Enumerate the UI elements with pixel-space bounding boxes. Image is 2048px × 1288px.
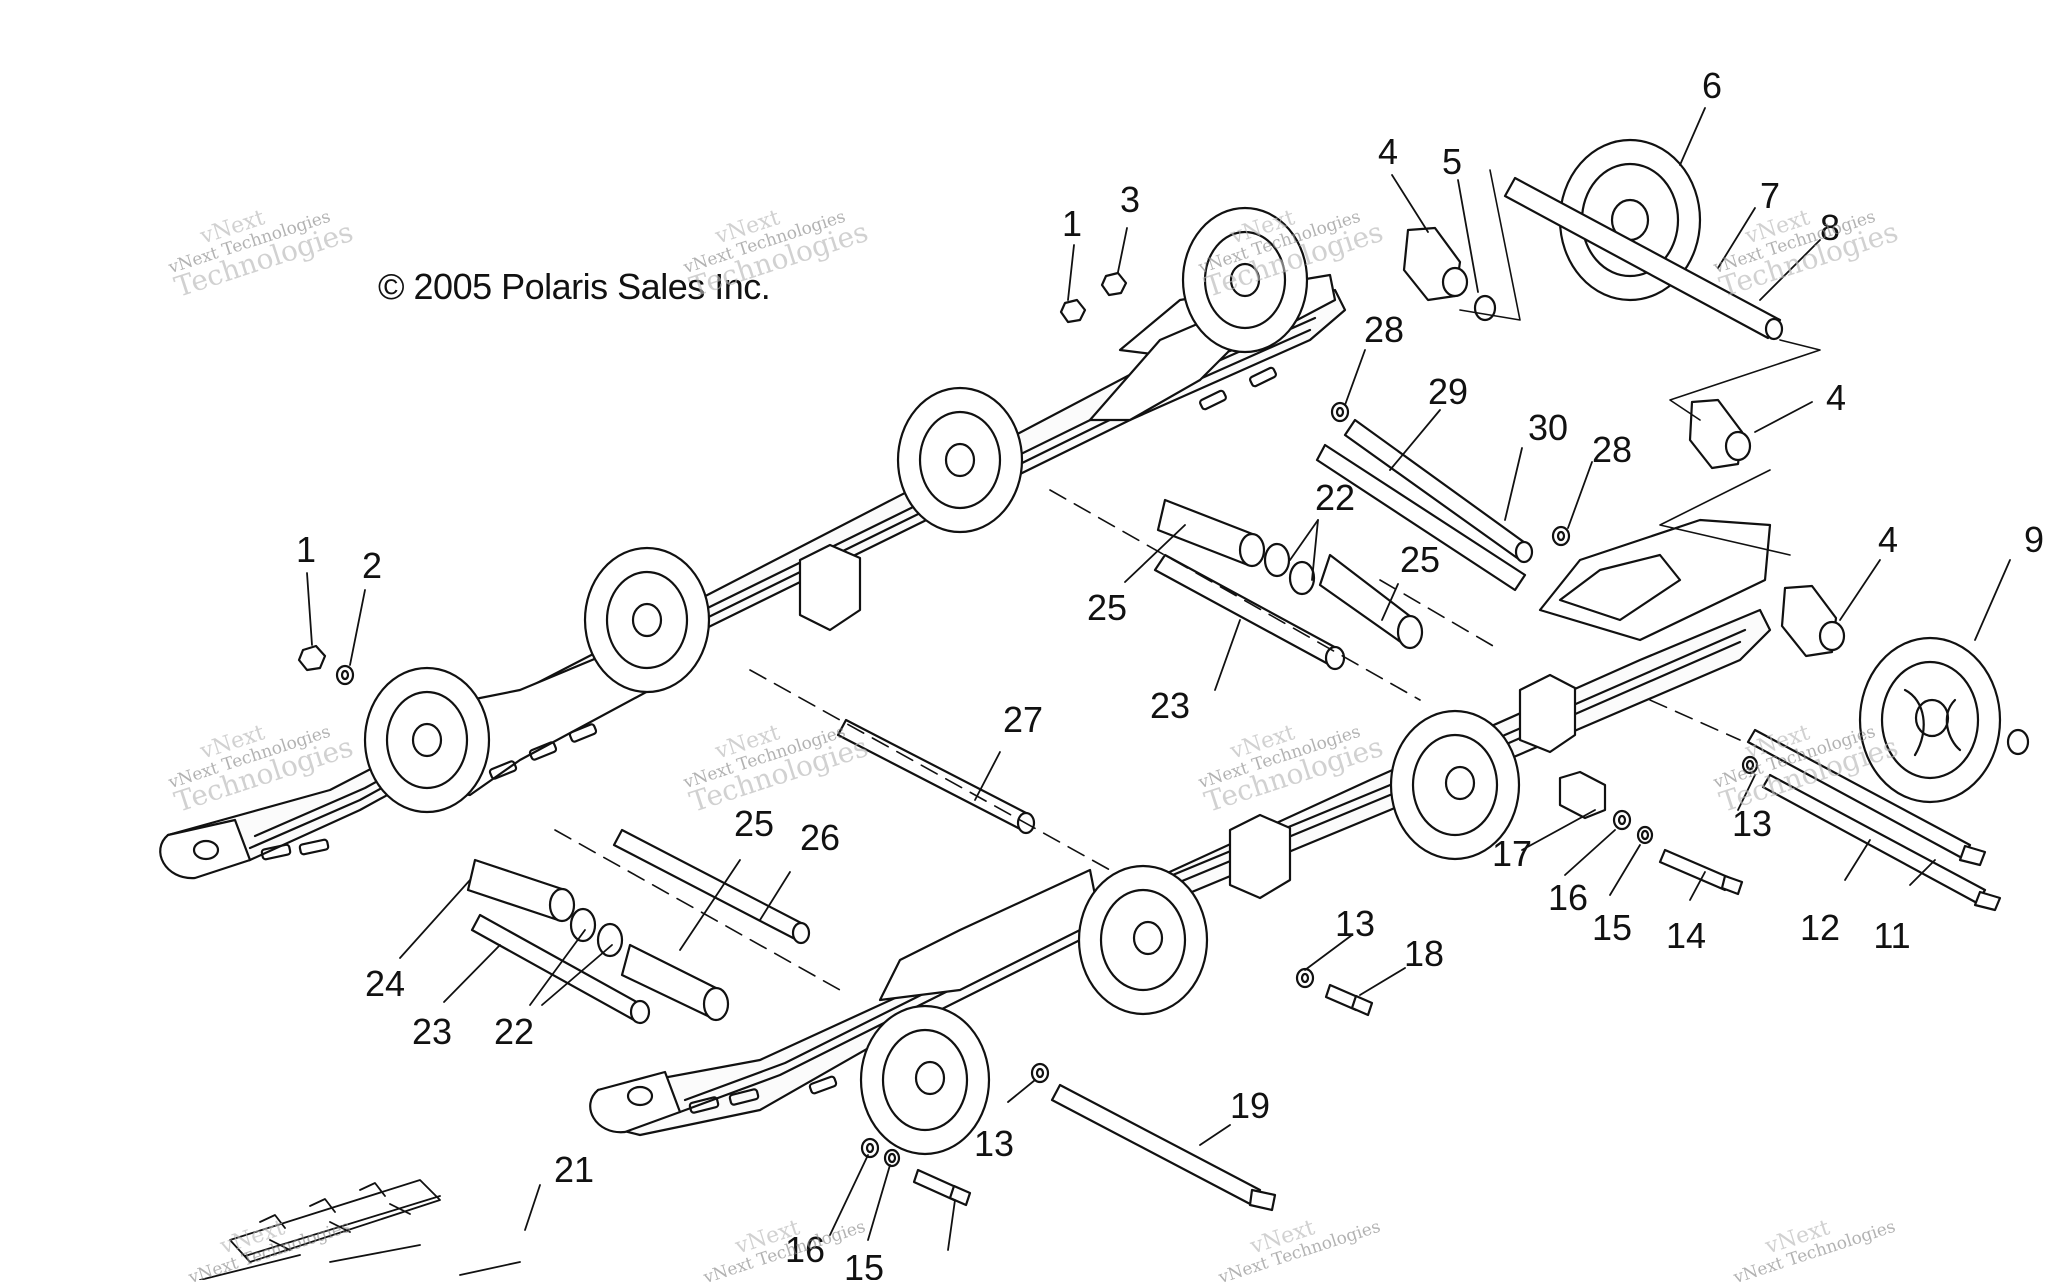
idler-wheels xyxy=(363,138,2002,1156)
callout-14: 14 xyxy=(1666,915,1706,956)
callout-labels: 1 3 4 5 6 7 8 28 29 30 28 4 4 9 1 2 22 2… xyxy=(296,65,2044,1280)
callout-4: 4 xyxy=(1878,519,1898,560)
callout-15: 15 xyxy=(844,1247,884,1280)
callout-5: 5 xyxy=(1442,141,1462,182)
callout-28: 28 xyxy=(1364,309,1404,350)
callout-25: 25 xyxy=(734,803,774,844)
callout-23: 23 xyxy=(1150,685,1190,726)
callout-1: 1 xyxy=(1062,203,1082,244)
callout-12: 12 xyxy=(1800,907,1840,948)
callout-28: 28 xyxy=(1592,429,1632,470)
callout-2: 2 xyxy=(362,545,382,586)
callout-26: 26 xyxy=(800,817,840,858)
callout-4: 4 xyxy=(1826,377,1846,418)
callout-22: 22 xyxy=(1315,477,1355,518)
callout-16: 16 xyxy=(1548,877,1588,918)
assembly-lines xyxy=(554,489,1741,991)
callout-22: 22 xyxy=(494,1011,534,1052)
callout-19: 19 xyxy=(1230,1085,1270,1126)
callout-13: 13 xyxy=(974,1123,1014,1164)
callout-17: 17 xyxy=(1492,833,1532,874)
callout-9: 9 xyxy=(2024,519,2044,560)
callout-16: 16 xyxy=(785,1229,825,1270)
callout-8: 8 xyxy=(1820,207,1840,248)
callout-23: 23 xyxy=(412,1011,452,1052)
copyright-notice: © 2005 Polaris Sales Inc. xyxy=(378,266,771,307)
callout-18: 18 xyxy=(1404,933,1444,974)
phantom-lines xyxy=(1459,169,1821,556)
callout-7: 7 xyxy=(1760,175,1780,216)
callout-21: 21 xyxy=(554,1149,594,1190)
callout-1: 1 xyxy=(296,529,316,570)
callout-29: 29 xyxy=(1428,371,1468,412)
callout-24: 24 xyxy=(365,963,405,1004)
callout-11: 11 xyxy=(1873,915,1910,956)
callout-27: 27 xyxy=(1003,699,1043,740)
callout-13: 13 xyxy=(1732,803,1772,844)
leader-lines xyxy=(306,107,2011,1251)
callout-4: 4 xyxy=(1378,131,1398,172)
callout-30: 30 xyxy=(1528,407,1568,448)
callout-25: 25 xyxy=(1087,587,1127,628)
track-section xyxy=(199,1179,521,1280)
callout-13: 13 xyxy=(1335,903,1375,944)
callout-3: 3 xyxy=(1120,179,1140,220)
callout-6: 6 xyxy=(1702,65,1722,106)
callout-15: 15 xyxy=(1592,907,1632,948)
callout-25: 25 xyxy=(1400,539,1440,580)
